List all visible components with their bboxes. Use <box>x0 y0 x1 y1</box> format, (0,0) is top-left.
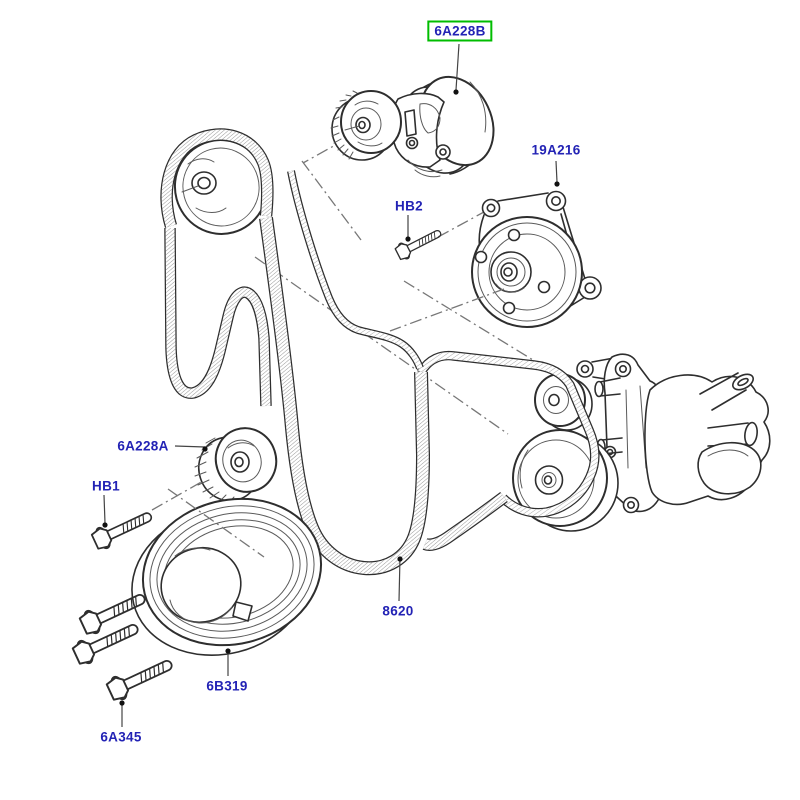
part-label-8620[interactable]: 8620 <box>382 603 414 619</box>
belt-run-to-pump <box>416 350 600 518</box>
pulley-axis-line <box>389 288 505 332</box>
crankshaft-pulley[interactable] <box>116 480 336 673</box>
drive-belt[interactable] <box>259 170 600 576</box>
part-label-6a228a[interactable]: 6A228A <box>117 438 169 454</box>
belt-tensioner[interactable] <box>330 65 507 185</box>
bolt-hb2[interactable] <box>393 224 445 263</box>
leader-lines <box>102 43 560 727</box>
crank-axis-line <box>167 488 265 558</box>
part-label-6a345[interactable]: 6A345 <box>100 729 142 745</box>
belt-return-band <box>422 491 508 551</box>
bolt-hb1[interactable] <box>89 504 157 553</box>
part-label-19a216[interactable]: 19A216 <box>531 142 581 158</box>
idler-pulley-bracket-19a216[interactable] <box>471 190 602 328</box>
part-label-6b319[interactable]: 6B319 <box>206 678 248 694</box>
belt-main-loop <box>259 217 431 576</box>
belt-arch-strand <box>287 170 424 370</box>
belt-left-strand <box>164 227 272 407</box>
part-label-hb2[interactable]: HB2 <box>395 198 423 214</box>
belt-wrap-guide-pulley <box>160 128 274 228</box>
guide-pulley-top-left[interactable] <box>164 130 277 245</box>
part-label-hb1[interactable]: HB1 <box>92 478 120 494</box>
water-pump-assembly[interactable] <box>512 353 771 532</box>
part-label-6a228b[interactable]: 6A228B <box>427 20 493 42</box>
idler-pulley-6a228a[interactable] <box>191 420 285 508</box>
